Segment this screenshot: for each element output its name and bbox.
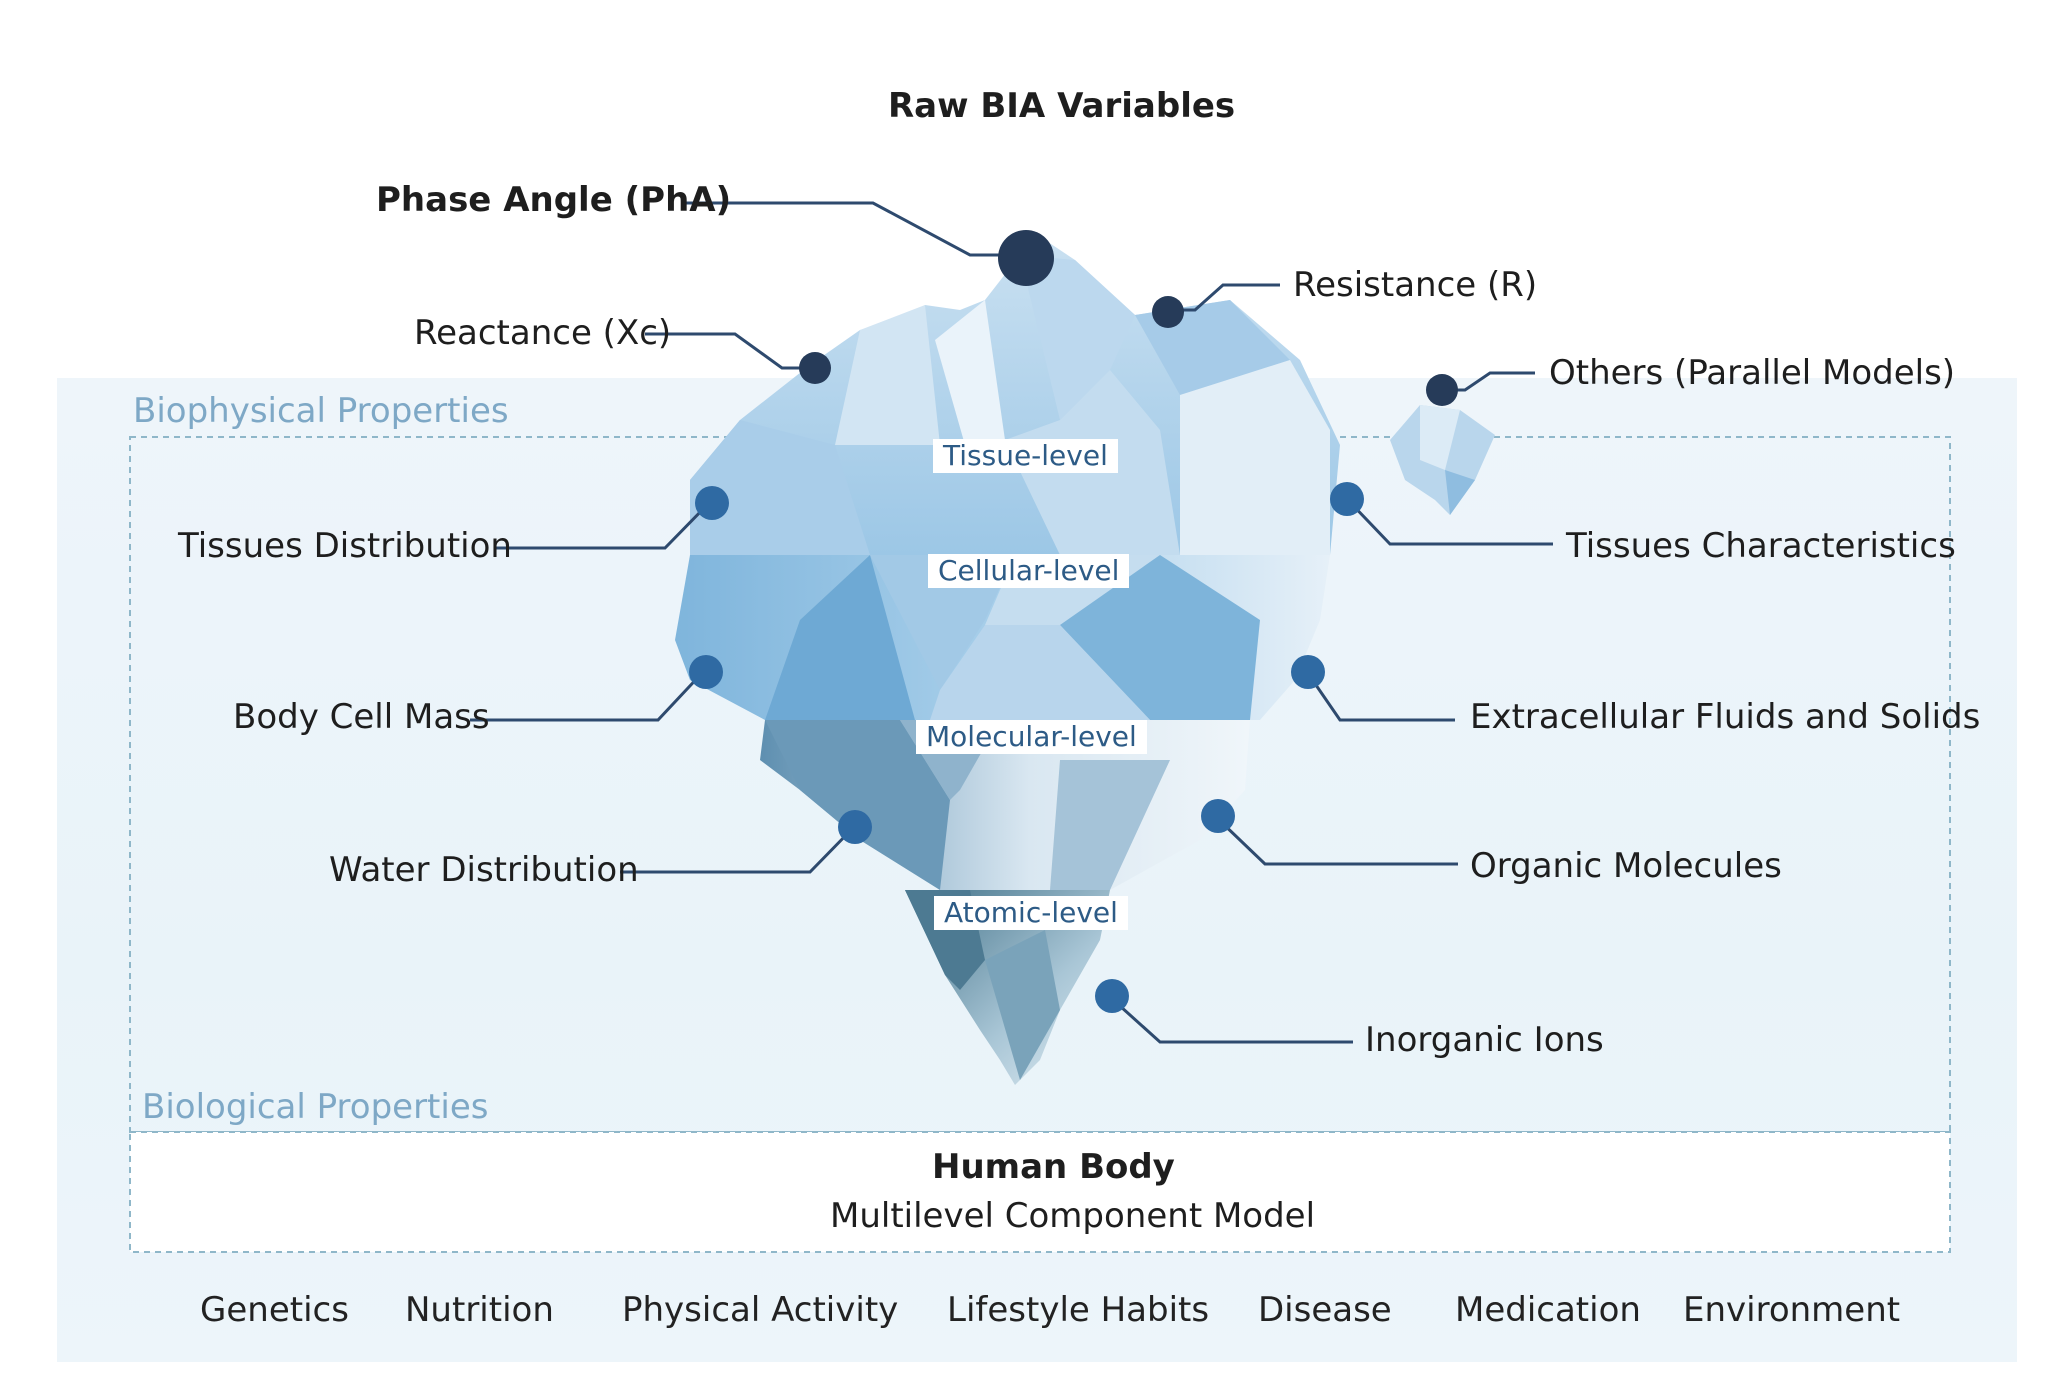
iceberg-cellular-layer: [675, 555, 1330, 720]
connector-tissues-distribution: [495, 500, 712, 550]
label-resistance: Resistance (R): [1293, 265, 1538, 305]
human-body-title: Human Body: [932, 1147, 1175, 1187]
level-cellular: Cellular-level: [928, 554, 1130, 588]
level-atomic: Atomic-level: [934, 896, 1128, 930]
factor-nutrition: Nutrition: [405, 1290, 554, 1330]
factor-environment: Environment: [1683, 1290, 1901, 1330]
dot-water-distribution: [838, 810, 872, 844]
label-inorganic-ions: Inorganic Ions: [1365, 1020, 1604, 1060]
connector-lines: [470, 201, 1553, 1044]
label-tissues-characteristics: Tissues Characteristics: [1566, 526, 1956, 566]
dot-phase-angle: [998, 230, 1054, 286]
factor-medication: Medication: [1455, 1290, 1641, 1330]
level-tissue: Tissue-level: [933, 439, 1118, 473]
dot-tissues-distribution: [695, 486, 729, 520]
connector-phase-angle: [685, 201, 1025, 257]
connector-water-distribution: [620, 826, 855, 874]
connector-body-cell-mass: [470, 670, 705, 722]
label-organic-molecules: Organic Molecules: [1470, 846, 1782, 886]
label-tissues-distribution: Tissues Distribution: [178, 526, 512, 566]
label-extracellular: Extracellular Fluids and Solids: [1470, 697, 1981, 737]
dot-resistance: [1152, 296, 1184, 328]
dot-body-cell-mass: [689, 655, 723, 689]
human-body-subtitle: Multilevel Component Model: [830, 1196, 1316, 1236]
factor-lifestyle-habits: Lifestyle Habits: [947, 1290, 1210, 1330]
label-phase-angle: Phase Angle (PhA): [376, 180, 732, 220]
label-water-distribution: Water Distribution: [329, 850, 639, 890]
dot-organic-molecules: [1201, 799, 1235, 833]
section-biophysical: Biophysical Properties: [133, 391, 509, 431]
factor-physical-activity: Physical Activity: [622, 1290, 899, 1330]
dot-tissues-characteristics: [1330, 482, 1364, 516]
label-body-cell-mass: Body Cell Mass: [233, 697, 490, 737]
dot-inorganic-ions: [1095, 979, 1129, 1013]
label-reactance: Reactance (Xc): [414, 313, 672, 353]
iceberg-tissue-layer: [690, 240, 1340, 555]
connector-organic-molecules: [1215, 816, 1458, 866]
dots: [689, 230, 1458, 1013]
factor-genetics: Genetics: [200, 1290, 349, 1330]
connector-tissues-characteristics: [1343, 495, 1553, 546]
connector-others: [1445, 371, 1535, 392]
factor-disease: Disease: [1258, 1290, 1392, 1330]
section-biological: Biological Properties: [142, 1087, 489, 1127]
dot-reactance: [799, 352, 831, 384]
level-molecular: Molecular-level: [916, 720, 1147, 754]
human-body-box: [129, 1131, 1951, 1253]
dot-extracellular: [1291, 655, 1325, 689]
connector-inorganic-ions: [1108, 995, 1353, 1044]
diagram-title: Raw BIA Variables: [888, 86, 1236, 126]
label-others: Others (Parallel Models): [1549, 353, 1956, 393]
dot-others: [1426, 374, 1458, 406]
small-iceberg: [1390, 405, 1495, 515]
connector-reactance: [645, 332, 815, 370]
iceberg-atomic-layer: [905, 890, 1110, 1085]
connector-extracellular: [1305, 671, 1455, 722]
